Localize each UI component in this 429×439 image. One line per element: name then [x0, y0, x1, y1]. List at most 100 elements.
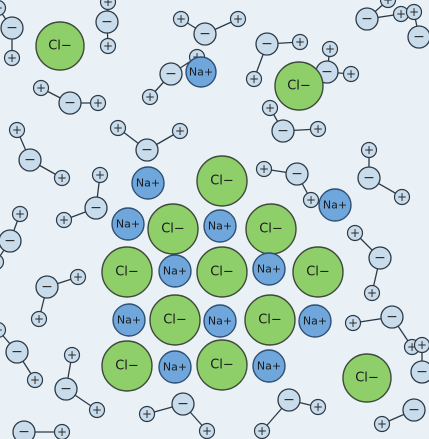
- oxygen-charge: −: [277, 123, 289, 139]
- oxygen-charge: −: [374, 250, 386, 266]
- hydrogen-charge: +: [36, 81, 46, 95]
- hydrogen-charge: +: [113, 121, 123, 135]
- hydrogen-charge: +: [59, 213, 69, 227]
- hydrogen-charge: +: [367, 286, 377, 300]
- hydrogen-charge: +: [233, 12, 243, 26]
- hydrogen-charge: +: [259, 162, 269, 176]
- hydrogen-charge: +: [0, 323, 3, 337]
- sodium-label: Na+: [208, 315, 232, 328]
- oxygen-charge: −: [261, 36, 273, 52]
- hydrogen-charge: +: [383, 0, 393, 7]
- oxygen-charge: −: [60, 381, 72, 397]
- oxygen-charge: −: [291, 166, 303, 182]
- chloride-ion: Cl−: [245, 295, 295, 345]
- oxygen-charge: −: [363, 170, 375, 186]
- chloride-label: Cl−: [259, 222, 283, 237]
- hydrogen-charge: +: [202, 424, 212, 438]
- hydrogen-charge: +: [67, 348, 77, 362]
- sodium-label: Na+: [189, 66, 213, 79]
- sodium-label: Na+: [323, 199, 347, 212]
- hydrogen-charge: +: [397, 190, 407, 204]
- sodium-ion: Na+: [253, 253, 285, 285]
- chloride-label: Cl−: [306, 265, 330, 280]
- chloride-label: Cl−: [258, 313, 282, 328]
- chloride-label: Cl−: [210, 358, 234, 373]
- oxygen-charge: −: [24, 152, 36, 168]
- hydrogen-charge: +: [265, 101, 275, 115]
- sodium-ion: Na+: [186, 57, 216, 87]
- hydrogen-charge: +: [12, 123, 22, 137]
- hydrogen-charge: +: [95, 168, 105, 182]
- sodium-ion: Na+: [204, 210, 236, 242]
- chloride-label: Cl−: [161, 222, 185, 237]
- chloride-ion: Cl−: [148, 204, 198, 254]
- oxygen-charge: −: [18, 424, 30, 439]
- chloride-ion: Cl−: [197, 340, 247, 390]
- chloride-ion: Cl−: [197, 247, 247, 297]
- chloride-ion: Cl−: [197, 156, 247, 206]
- oxygen-charge: −: [199, 26, 211, 42]
- sodium-ion: Na+: [132, 167, 164, 199]
- oxygen-charge: −: [408, 402, 420, 418]
- sodium-label: Na+: [136, 177, 160, 190]
- oxygen-charge: −: [321, 64, 333, 80]
- oxygen-charge: −: [90, 200, 102, 216]
- hydrogen-charge: +: [15, 207, 25, 221]
- chloride-ion: Cl−: [150, 295, 200, 345]
- hydrogen-charge: +: [306, 193, 316, 207]
- sodium-ion: Na+: [112, 208, 144, 240]
- oxygen-charge: −: [141, 142, 153, 158]
- hydrogen-charge: +: [417, 338, 427, 352]
- sodium-label: Na+: [257, 263, 281, 276]
- hydrogen-charge: +: [93, 96, 103, 110]
- hydrogen-charge: +: [73, 270, 83, 284]
- chloride-ion: Cl−: [293, 247, 343, 297]
- hydrogen-charge: +: [313, 400, 323, 414]
- sodium-label: Na+: [257, 360, 281, 373]
- chloride-label: Cl−: [115, 265, 139, 280]
- chloride-label: Cl−: [115, 359, 139, 374]
- sodium-ion: Na+: [159, 351, 191, 383]
- sodium-ion: Na+: [253, 350, 285, 382]
- hydrogen-charge: +: [350, 226, 360, 240]
- hydrogen-charge: +: [7, 51, 17, 65]
- chloride-ion: Cl−: [246, 204, 296, 254]
- hydrogen-charge: +: [377, 417, 387, 431]
- hydrogen-charge: +: [346, 67, 356, 81]
- sodium-label: Na+: [117, 314, 141, 327]
- chloride-ion: Cl−: [102, 247, 152, 297]
- hydrogen-charge: +: [364, 143, 374, 157]
- hydrogen-charge: +: [249, 72, 259, 86]
- hydrogen-charge: +: [325, 42, 335, 56]
- oxygen-charge: −: [64, 95, 76, 111]
- sodium-ion: Na+: [319, 189, 351, 221]
- hydrogen-charge: +: [103, 0, 113, 9]
- oxygen-charge: −: [165, 66, 177, 82]
- hydrogen-charge: +: [313, 122, 323, 136]
- chloride-ion: Cl−: [36, 22, 84, 70]
- chloride-ion: Cl−: [275, 62, 323, 110]
- hydrogen-charge: +: [92, 403, 102, 417]
- sodium-label: Na+: [303, 315, 327, 328]
- sodium-label: Na+: [116, 218, 140, 231]
- oxygen-charge: −: [6, 20, 18, 36]
- oxygen-charge: −: [4, 233, 16, 249]
- oxygen-charge: −: [416, 364, 428, 380]
- chloride-ion: Cl−: [343, 354, 391, 402]
- oxygen-charge: −: [361, 11, 373, 27]
- sodium-ion: Na+: [113, 304, 145, 336]
- hydrogen-charge: +: [34, 312, 44, 326]
- chloride-label: Cl−: [48, 39, 72, 54]
- hydrogen-charge: +: [176, 12, 186, 26]
- oxygen-charge: −: [386, 309, 398, 325]
- hydrogen-charge: +: [145, 90, 155, 104]
- hydrogen-charge: +: [257, 424, 267, 438]
- chloride-label: Cl−: [210, 174, 234, 189]
- oxygen-charge: −: [101, 14, 113, 30]
- chloride-label: Cl−: [210, 265, 234, 280]
- chloride-label: Cl−: [163, 313, 187, 328]
- hydrogen-charge: +: [57, 425, 67, 439]
- hydrogen-charge: +: [396, 7, 406, 21]
- oxygen-charge: −: [413, 29, 425, 45]
